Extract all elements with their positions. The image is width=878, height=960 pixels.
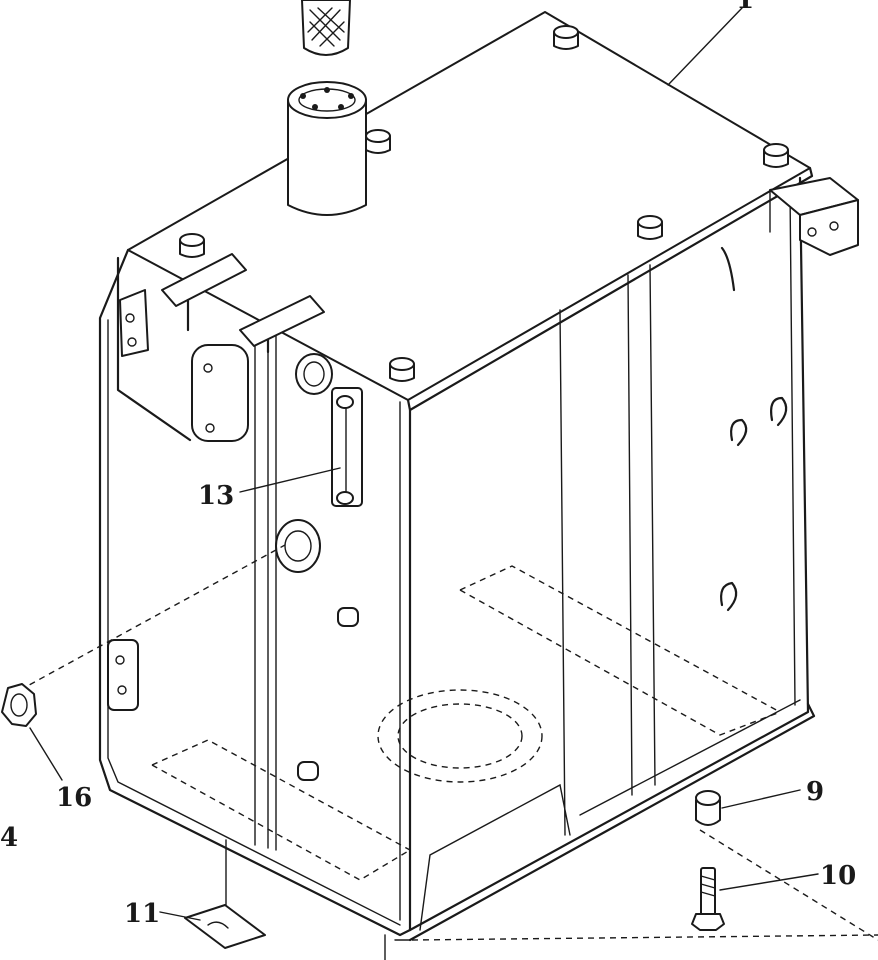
top-bosses: [179, 25, 789, 382]
filler-neck: [287, 81, 367, 216]
ports: [275, 353, 359, 781]
callout-4: 4: [0, 823, 18, 853]
tank-top-plate: [127, 11, 811, 401]
callout-13: 13: [198, 481, 234, 511]
strainer: [301, 0, 351, 56]
top-brackets: [161, 253, 325, 354]
lift-hooks: [720, 246, 788, 612]
callout-1: 1: [736, 0, 754, 15]
mount-spacer: [695, 790, 721, 826]
leader-lines: [29, 7, 819, 960]
callout-11: 11: [124, 899, 160, 929]
level-gauge: [331, 387, 363, 507]
corner-bracket: [769, 177, 859, 256]
drain-plug: [1, 683, 37, 727]
side-cover: [116, 256, 249, 442]
shim-plate: [184, 904, 266, 949]
callout-10: 10: [820, 861, 856, 891]
lower-bracket: [107, 639, 139, 711]
callout-16: 16: [56, 783, 92, 813]
mount-bolt: [691, 867, 725, 931]
callout-labels: 1 13 16 4 9 10 11: [0, 0, 856, 929]
callout-9: 9: [806, 777, 824, 807]
hidden-lines: [19, 544, 878, 941]
